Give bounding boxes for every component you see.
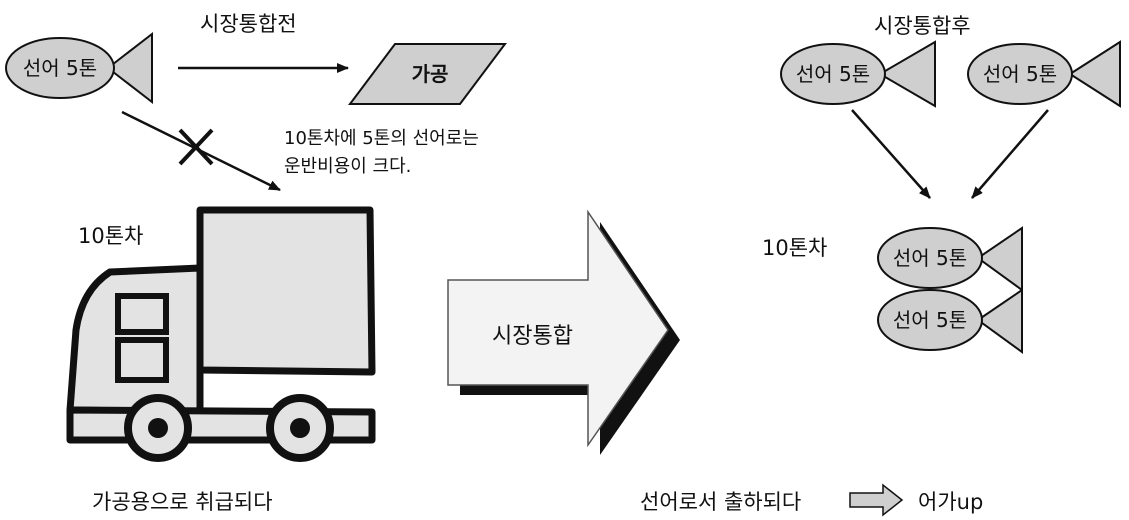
cross-mark-icon (178, 128, 214, 166)
cost-note-line1: 10톤차에 5톤의 선어로는 (284, 128, 479, 149)
price-result: 어가up (918, 490, 984, 514)
fish-label-load-upper: 선어 5톤 (893, 246, 967, 270)
integration-label: 시장통합 (492, 324, 573, 349)
small-block-arrow-icon (849, 483, 904, 517)
processing-box: 가공 (348, 43, 507, 105)
truck-icon (66, 206, 376, 462)
processing-label: 가공 (412, 62, 449, 86)
cost-note-line2: 운반비용이 크다. (284, 156, 412, 177)
truck-label-before: 10톤차 (78, 224, 144, 248)
arrow-right-fish-to-truck (971, 109, 1049, 199)
fish-label-after-right: 선어 5톤 (983, 62, 1057, 86)
fish-icon-load-upper: 선어 5톤 (877, 226, 1023, 292)
integration-arrow (447, 209, 680, 455)
after-title: 시장통합후 (874, 14, 971, 38)
fish-icon-source: 선어 5톤 (5, 31, 153, 105)
before-title: 시장통합전 (200, 12, 297, 36)
fish-icon-after-right: 선어 5톤 (967, 40, 1121, 108)
after-result: 선어로서 출하되다 (640, 490, 802, 514)
arrow-left-fish-to-truck (851, 109, 931, 199)
before-result: 가공용으로 취급되다 (92, 490, 273, 514)
truck-label-after: 10톤차 (762, 236, 828, 260)
fish-label-after-left: 선어 5톤 (796, 62, 870, 86)
fish-icon-after-left: 선어 5톤 (780, 40, 936, 108)
fish-label-source: 선어 5톤 (23, 56, 97, 80)
fish-label-load-lower: 선어 5톤 (893, 308, 967, 332)
fish-icon-load-lower: 선어 5톤 (877, 288, 1023, 354)
